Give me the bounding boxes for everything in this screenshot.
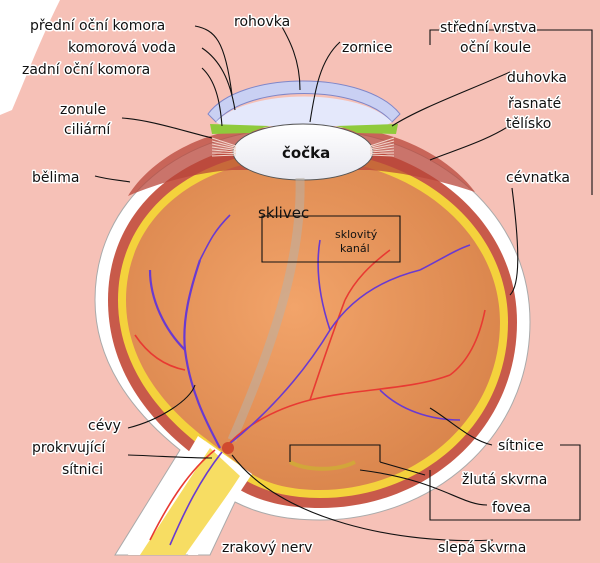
label-zonules-2: ciliární: [64, 122, 111, 138]
label-vitreous: sklivec: [258, 204, 309, 222]
label-ciliary-body-2: tělísko: [506, 116, 551, 132]
label-retina: sítnice: [498, 438, 544, 454]
label-macula: žlutá skvrna: [462, 472, 547, 488]
label-anterior-chamber: přední oční komora: [30, 18, 165, 34]
label-fovea: fovea: [492, 500, 531, 516]
label-middle-layer-2: oční koule: [460, 40, 531, 56]
label-posterior-chamber: zadní oční komora: [22, 62, 150, 78]
label-pupil: zornice: [342, 40, 393, 56]
label-optic-nerve: zrakový nerv: [222, 540, 312, 556]
label-sclera: bělima: [32, 170, 80, 186]
label-middle-layer-1: střední vrstva: [440, 20, 537, 36]
label-choroid: cévnatka: [506, 170, 570, 186]
label-cornea: rohovka: [234, 14, 290, 30]
label-aqueous-humor: komorová voda: [68, 40, 176, 56]
label-iris: duhovka: [507, 70, 567, 86]
label-retinal-vessels-1: cévy: [88, 418, 121, 434]
label-blind-spot: slepá skvrna: [438, 540, 526, 556]
label-zonules-1: zonule: [60, 102, 106, 118]
label-hyaloid-canal-2: kanál: [340, 242, 370, 255]
label-lens: čočka: [282, 144, 330, 162]
optic-disc: [222, 442, 234, 454]
label-hyaloid-canal-1: sklovitý: [335, 228, 378, 241]
label-retinal-vessels-3: sítnici: [62, 462, 103, 478]
label-ciliary-body-1: řasnaté: [508, 96, 561, 112]
label-retinal-vessels-2: prokrvující: [32, 440, 106, 456]
